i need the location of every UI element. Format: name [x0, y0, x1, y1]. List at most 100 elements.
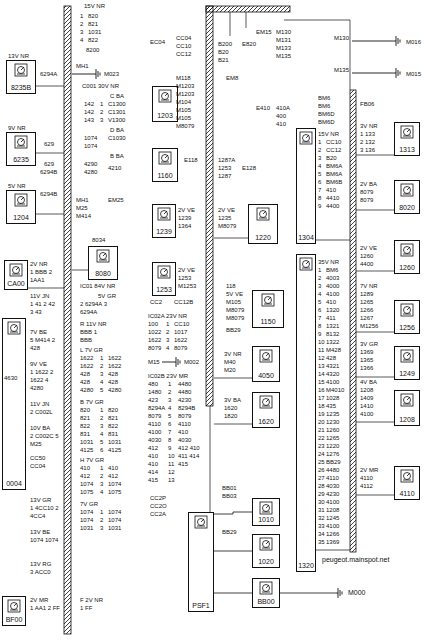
component-code: 8080: [95, 270, 111, 278]
wire-label: B20: [218, 48, 229, 56]
wire-label: M002: [184, 358, 199, 366]
icon-mark: [99, 253, 107, 260]
icon-mark: [404, 247, 411, 254]
wire-label: 410A 400 410: [276, 104, 294, 128]
icon-mark: [197, 519, 205, 526]
component-icon: [400, 393, 414, 407]
wire-label: 8034: [92, 236, 105, 244]
wire-label: E410: [256, 104, 270, 112]
icon-mark: [161, 211, 168, 218]
icon-mark: [260, 211, 267, 218]
icon-mark: [303, 135, 310, 142]
wire-label: BB29: [222, 528, 237, 536]
wire-label: D BA: [110, 126, 124, 134]
wire-label: 1287A 1253 1287: [218, 156, 238, 180]
component-icon: [194, 515, 208, 529]
wire-label: 6294A: [40, 70, 57, 78]
wire-label: 118: [226, 282, 236, 290]
wire-label: E128: [242, 164, 256, 172]
icon-mark: [403, 247, 411, 254]
component-box: 0004: [2, 318, 26, 490]
component-icon: [256, 207, 270, 221]
wire-label: MH1: [76, 62, 89, 70]
wire-label: CC2: [150, 298, 162, 306]
wire-label: R 11V NR: [80, 320, 107, 328]
wire-label: 4210: [108, 164, 121, 172]
wire-label: 1 2 3 4 5: [100, 354, 105, 394]
wire-label: 2V BA: [360, 180, 377, 188]
wire-label: CC2P CC2O CC2A: [150, 494, 168, 518]
wire-label: 2V VE: [178, 266, 195, 274]
wire-label: CC12B: [174, 298, 193, 306]
wire-label: 1074 1074: [84, 134, 100, 150]
wire-label: C1030: [108, 134, 126, 142]
wire-label: 1 AA1 2 FF: [30, 604, 60, 612]
wire-label: CC10 CC12 B20 BM6A BM6A BM6B 410 4410 44…: [326, 138, 348, 210]
component-icon: [299, 257, 313, 271]
component-icon: [261, 293, 275, 307]
icon-frame: [159, 90, 171, 102]
icon-mark: [13, 267, 20, 274]
icon-mark: [403, 129, 411, 136]
icon-mark: [10, 325, 18, 332]
component-code: 1239: [156, 228, 172, 236]
icon-mark: [262, 585, 270, 592]
wire-label: CC04: [30, 462, 45, 470]
wire-label: M15: [148, 358, 160, 366]
wire-label: M414: [76, 212, 91, 220]
component-icon: [7, 599, 21, 613]
wire-label: BBB 1 BBB: [80, 328, 104, 344]
component-code: 1208: [399, 416, 415, 424]
component-code: 1160: [157, 172, 172, 180]
wire-label: 6294B: [40, 190, 57, 198]
component-icon: [400, 183, 414, 197]
wire-label: 1260 4400: [360, 252, 376, 268]
wire-label: 1235 M8079: [218, 214, 244, 230]
wire-label: 35V NR: [318, 258, 339, 266]
icon-mark: [262, 505, 270, 512]
wire-label: 629: [44, 160, 54, 168]
wire-label: EC04: [150, 38, 165, 46]
wire-label: 2V MR: [30, 596, 48, 604]
component-icon: [259, 581, 273, 595]
wire-label: CC04 CC10 CC12: [176, 34, 192, 58]
wire-label: M25: [76, 204, 88, 212]
wire-label: 5V GR: [98, 292, 116, 300]
component-box: 1304: [296, 128, 316, 244]
wire-label: 4110 4112: [360, 474, 376, 490]
component-code: 1256: [399, 324, 415, 332]
ground-node: M000: [336, 586, 370, 600]
wire-label: 1 2 3 4: [166, 320, 171, 352]
component-box: 1160: [152, 148, 178, 182]
wire-label: 1 2 3 4 5 6 7 8 9 10 11 12 13 14 15 16 1…: [318, 266, 325, 546]
icon-frame: [401, 184, 413, 196]
wire-label: M130: [334, 34, 349, 42]
icon-frame: [159, 152, 171, 164]
wire-label: 15V NR: [84, 2, 105, 10]
component-icon: [14, 63, 28, 77]
component-box: BB00: [252, 578, 280, 608]
wire-label: 410 412 1074 1075: [108, 464, 126, 496]
wire-label: 9V VE: [30, 360, 47, 368]
icon-frame: [260, 502, 272, 514]
wire-label: M118 M1203 M1203 M104 M105 M105 M8079: [176, 74, 200, 130]
component-box: 1256: [394, 300, 420, 334]
component-code: 1204: [13, 214, 29, 222]
wire-label: 1 FF: [80, 604, 92, 612]
wire-label: 2V VE: [218, 206, 235, 214]
component-icon: [400, 303, 414, 317]
wire-label: 5 M414 2 428: [30, 336, 60, 352]
wire-label: FB06: [360, 100, 374, 108]
wire-label: 4480 4480 4230 8294B 8079 4110 410 4030 …: [178, 380, 200, 468]
icon-frame: [260, 582, 272, 594]
wire-label: 3V BA: [224, 396, 241, 404]
wire-connector: [214, 593, 252, 594]
component-code: 1253: [156, 286, 172, 294]
component-code: 0004: [6, 480, 22, 488]
component-code: 1203: [157, 112, 173, 120]
wire-label: 5V VE: [226, 290, 243, 298]
component-box: PSF1: [188, 512, 214, 612]
wire-label: 4290 4280: [84, 160, 100, 176]
wire-label: H 7V GR: [80, 456, 104, 464]
component-code: BB00: [257, 598, 274, 606]
